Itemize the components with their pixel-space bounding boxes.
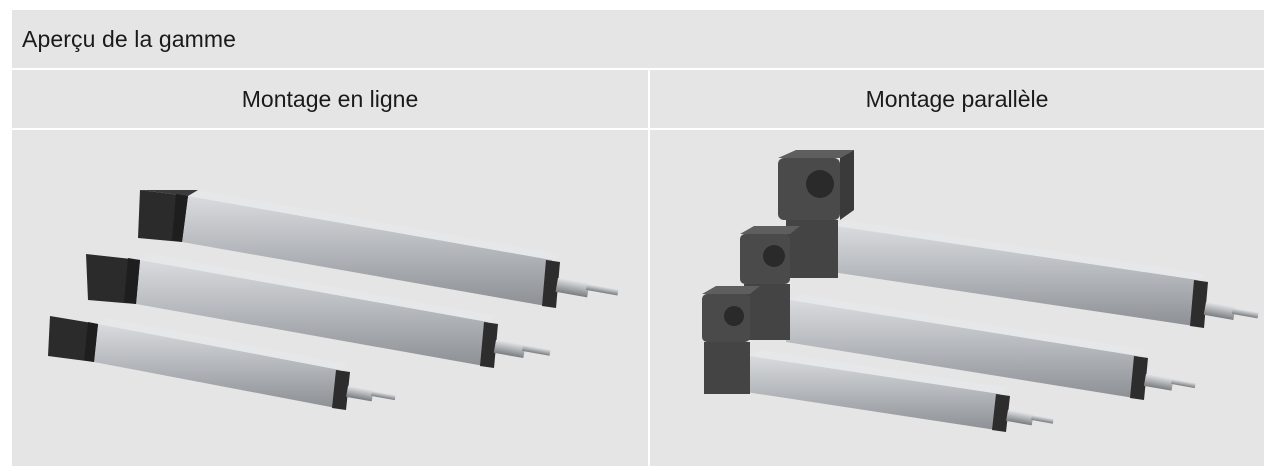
actuator-small bbox=[48, 316, 396, 410]
range-overview-table: Aperçu de la gamme Montage en ligne Mont… bbox=[12, 10, 1264, 466]
product-image-inline bbox=[12, 130, 648, 466]
table-title: Aperçu de la gamme bbox=[22, 26, 237, 52]
actuator-medium bbox=[86, 254, 551, 368]
column-header-label: Montage parallèle bbox=[865, 85, 1049, 112]
actuator-large bbox=[138, 190, 619, 308]
product-image-parallel bbox=[650, 130, 1264, 466]
column-header-inline: Montage en ligne bbox=[12, 70, 648, 128]
actuator-parallel-large bbox=[778, 150, 1259, 328]
actuator-parallel-small bbox=[702, 286, 1054, 432]
divider bbox=[12, 128, 1264, 130]
actuator-parallel-medium bbox=[740, 226, 1196, 400]
column-divider bbox=[648, 68, 650, 466]
table-title-row: Aperçu de la gamme bbox=[12, 10, 1264, 68]
column-header-label: Montage en ligne bbox=[241, 85, 419, 112]
divider bbox=[12, 68, 1264, 70]
column-header-parallel: Montage parallèle bbox=[650, 70, 1264, 128]
